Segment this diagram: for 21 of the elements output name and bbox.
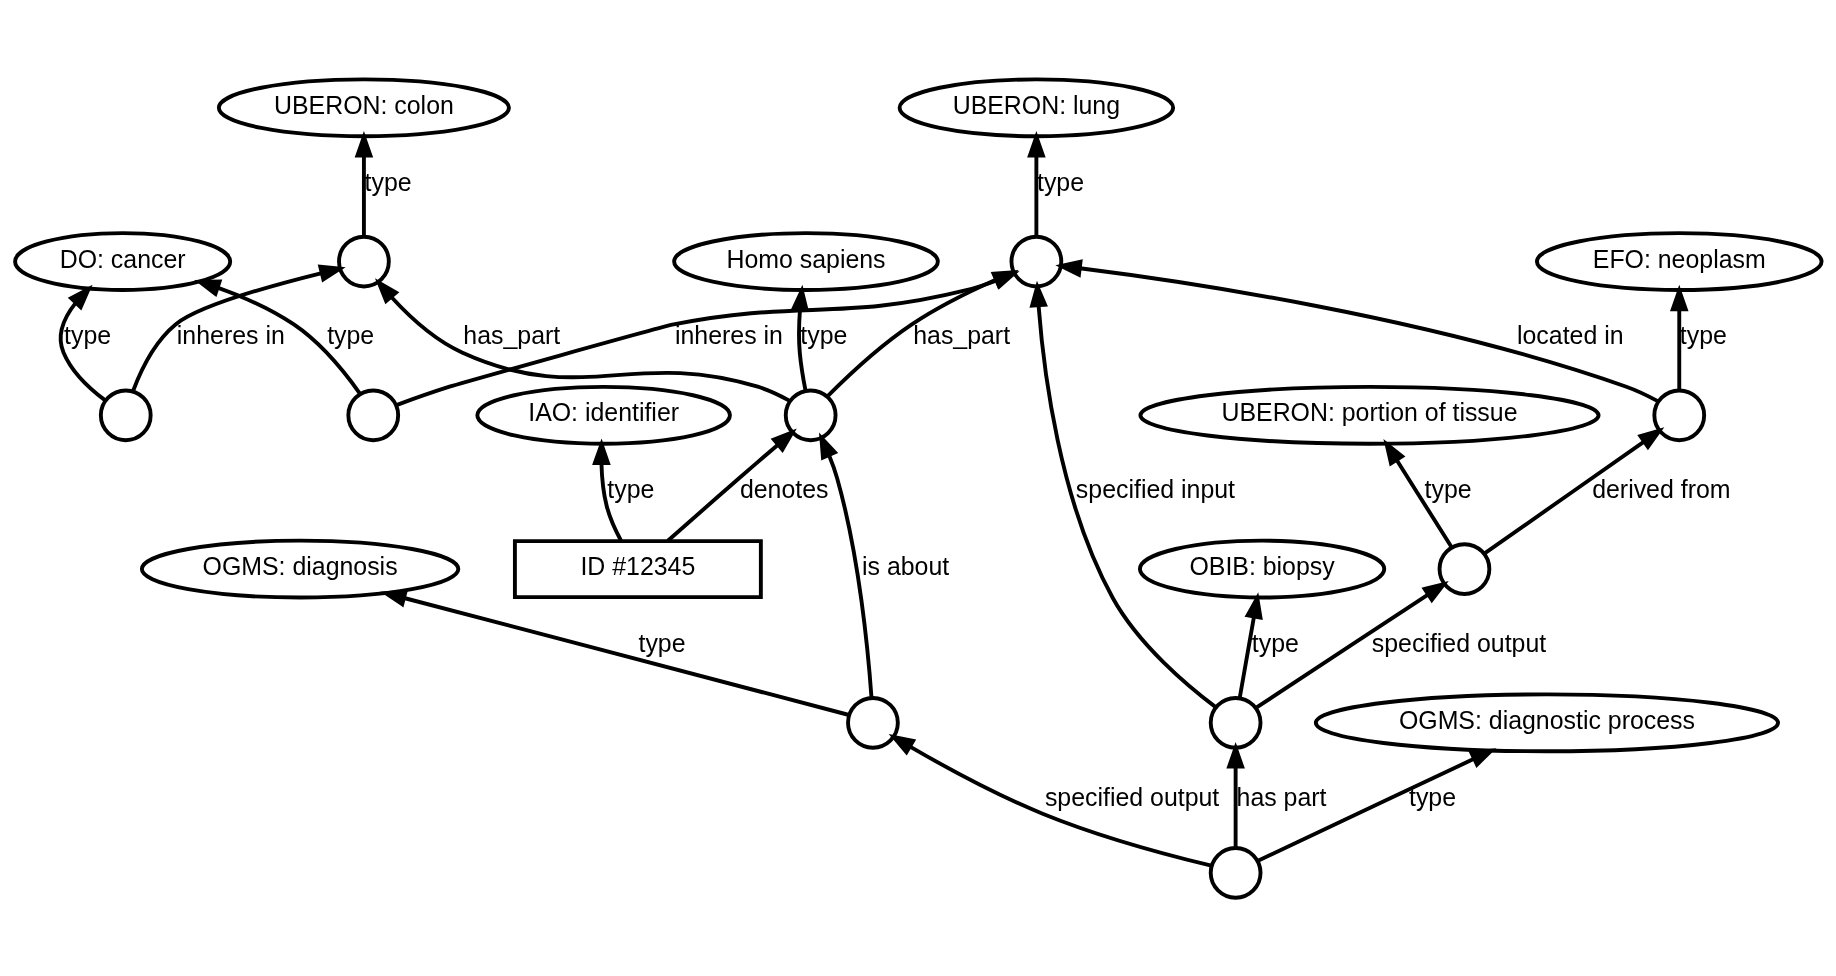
edge-label: has part (1236, 782, 1327, 811)
edge-label: specified output (1371, 628, 1547, 657)
edge-label: has_part (913, 320, 1011, 349)
edge-label: has_part (463, 320, 561, 349)
edge-label: type (1409, 782, 1457, 811)
edge-label: type (1424, 474, 1472, 503)
edge-label: inheres in (176, 320, 285, 349)
edge-label: located in (1517, 320, 1624, 349)
edge-label: specified output (1044, 782, 1220, 811)
edge-label: type (1251, 628, 1299, 657)
edge-label: inheres in (674, 320, 783, 349)
edge-label: type (327, 320, 375, 349)
edge-label: is about (862, 551, 950, 580)
edge-label: specified input (1075, 474, 1236, 503)
edge-label: denotes (739, 474, 829, 503)
edge-label: type (64, 320, 112, 349)
edge-label: type (1036, 167, 1085, 196)
edge-label: type (1679, 320, 1727, 349)
edge-label: type (638, 628, 686, 657)
edge-label: type (607, 474, 655, 503)
edge-label: derived from (1592, 474, 1731, 503)
